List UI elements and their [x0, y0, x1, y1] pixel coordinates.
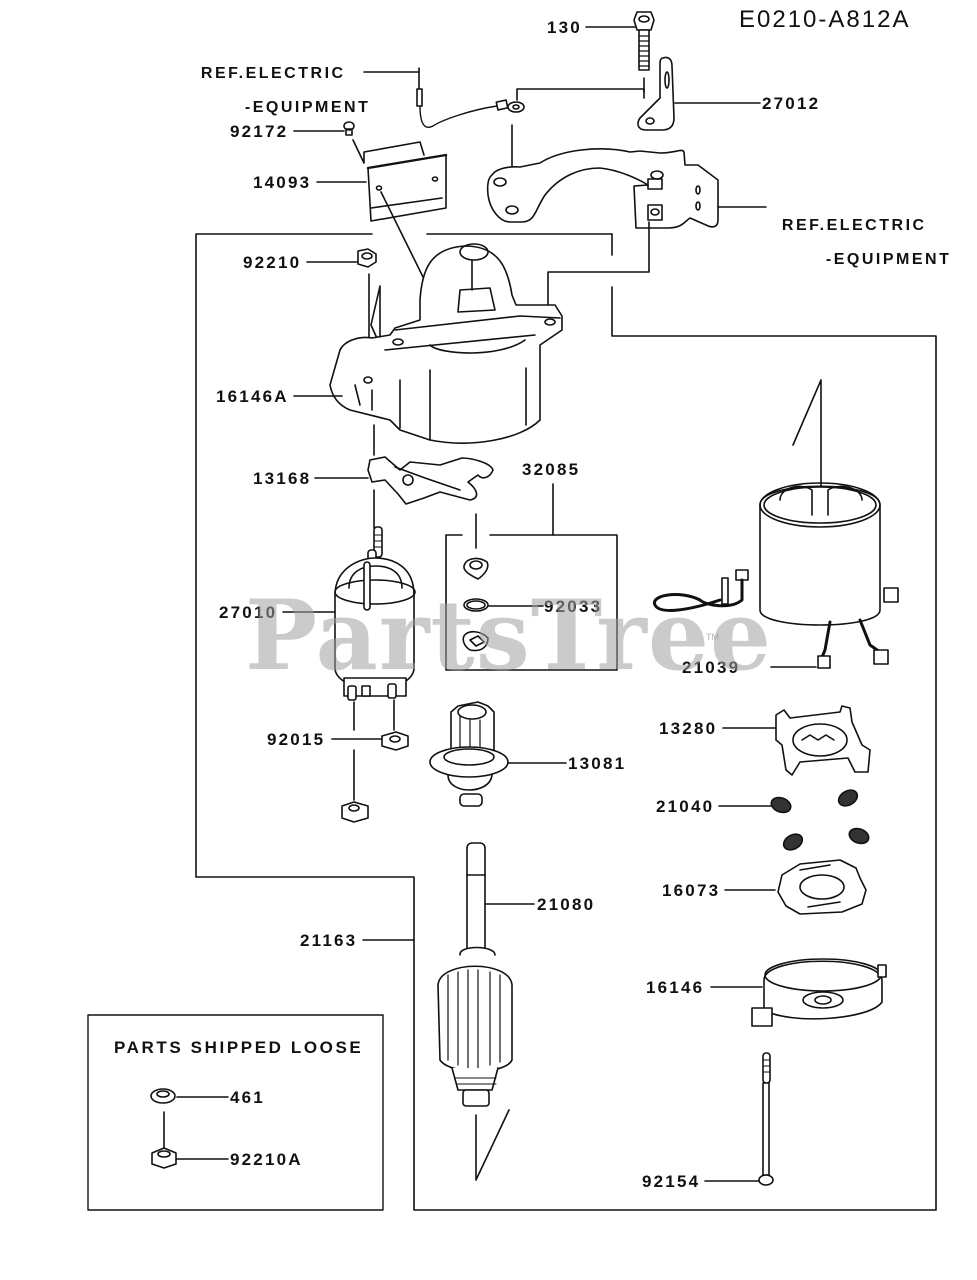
kit-parts-drawing: [462, 557, 489, 652]
part-label-92154[interactable]: 92154: [642, 1172, 701, 1191]
pinion-13081-drawing: [429, 701, 509, 807]
yoke-21039-drawing: [653, 482, 899, 669]
nut-92210A-drawing: [151, 1147, 177, 1169]
kit-box-32085: [445, 534, 618, 671]
shift-lever-13168-drawing: [367, 456, 494, 505]
bracket-27012-drawing: [637, 56, 675, 131]
ground-wire-drawing: [416, 67, 525, 128]
leader-14093-housing: [380, 191, 427, 284]
part-label-92015[interactable]: 92015: [267, 730, 326, 749]
part-label-32085[interactable]: 32085: [522, 460, 581, 479]
part-label-21163[interactable]: 21163: [300, 931, 358, 950]
part-label-13168[interactable]: 13168: [253, 469, 312, 488]
leader-yoke-angle: [792, 379, 822, 491]
washer-461-drawing: [150, 1088, 176, 1104]
parts-shipped-loose-title: PARTS SHIPPED LOOSE: [114, 1038, 364, 1057]
part-label-27010[interactable]: 27010: [219, 603, 278, 622]
screw-92172-drawing: [343, 121, 355, 136]
through-bolt-92154-drawing: [758, 1052, 774, 1186]
part-label-16073[interactable]: 16073: [662, 881, 721, 900]
diagram-code: E0210-A812A: [739, 6, 911, 33]
part-label-21040[interactable]: 21040: [656, 797, 715, 816]
part-label-14093[interactable]: 14093: [253, 173, 312, 192]
part-label-130[interactable]: 130: [547, 18, 582, 37]
part-label-16146[interactable]: 16146: [646, 978, 705, 997]
drive-housing-16146A-drawing: [329, 243, 563, 444]
leader-92172-14093: [352, 139, 425, 164]
part-label-92172[interactable]: 92172: [230, 122, 289, 141]
watermark-trademark: TM: [706, 632, 719, 642]
springs-21040-drawing: [770, 789, 870, 851]
ref-line2: -EQUIPMENT: [244, 99, 371, 116]
leader-armature-angle: [475, 1109, 510, 1181]
solenoid-27010-drawing: [334, 526, 416, 701]
part-label-92210A[interactable]: 92210A: [230, 1150, 303, 1169]
nut-92210-drawing: [357, 248, 377, 268]
brush-holder-13280-drawing: [775, 705, 871, 776]
armature-21080-drawing: [437, 842, 513, 1107]
mounting-bracket-drawing: [486, 148, 719, 229]
leader-bracket-housing: [547, 221, 650, 323]
cover-plate-14093-drawing: [366, 153, 448, 222]
ref-line1: REF.ELECTRIC: [200, 65, 346, 82]
leader-wire-bracket: [516, 88, 645, 101]
ref-electric-equipment-right-label: REF.ELECTRIC -EQUIPMENT: [768, 200, 951, 268]
ref-line2: -EQUIPMENT: [825, 251, 952, 268]
part-label-13081[interactable]: 13081: [568, 754, 627, 773]
parts-shipped-loose-box: [87, 1014, 384, 1211]
assembly-boundary-line: [195, 233, 937, 1211]
part-label-92033[interactable]: 92033: [544, 597, 603, 616]
end-cover-16146-drawing: [751, 958, 887, 1027]
leader-92210-angle: [370, 285, 381, 346]
part-label-13280[interactable]: 13280: [659, 719, 718, 738]
nut-92015b-drawing: [341, 801, 369, 823]
bolt-130-drawing: [633, 11, 655, 71]
part-label-21080[interactable]: 21080: [537, 895, 596, 914]
part-label-21039[interactable]: 21039: [682, 658, 741, 677]
part-label-27012[interactable]: 27012: [762, 94, 821, 113]
part-label-92210[interactable]: 92210: [243, 253, 302, 272]
part-label-461[interactable]: 461: [230, 1088, 265, 1107]
brush-plate-16073-drawing: [777, 859, 867, 915]
ref-electric-equipment-top-label: REF.ELECTRIC -EQUIPMENT: [187, 48, 370, 116]
part-label-16146A[interactable]: 16146A: [216, 387, 289, 406]
ref-line1: REF.ELECTRIC: [781, 217, 927, 234]
nut-92015-drawing: [381, 731, 409, 751]
